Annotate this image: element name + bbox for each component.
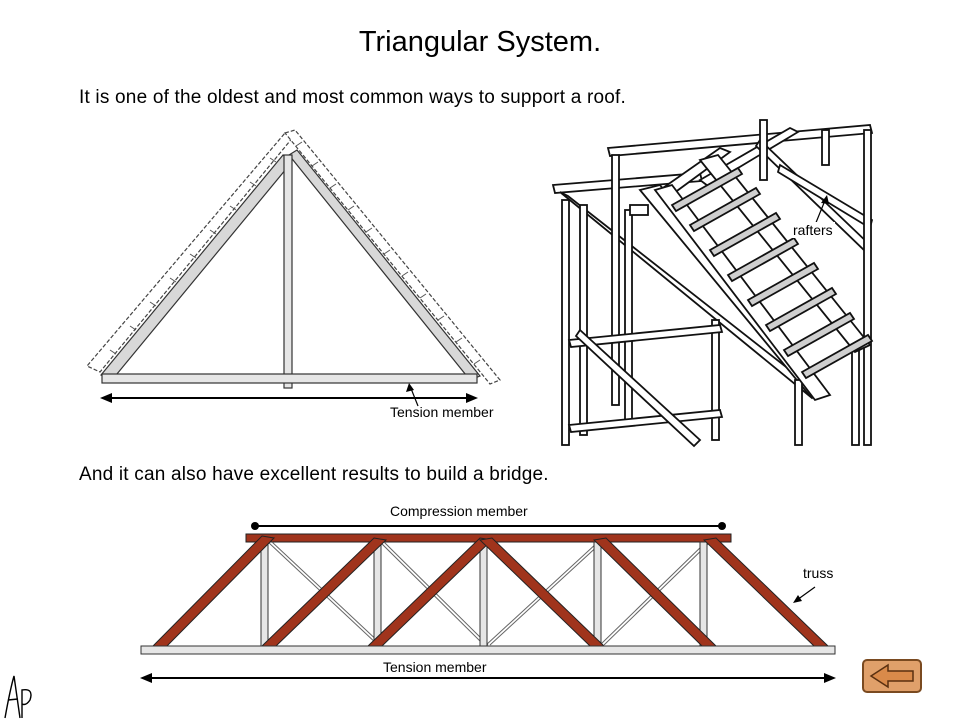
handwritten-initials <box>4 675 32 719</box>
right-rafter-outer <box>283 129 501 385</box>
king-post <box>283 154 293 389</box>
timber-frame-diagram <box>551 119 874 448</box>
compression-label: Compression member <box>390 503 528 519</box>
tie-beam <box>101 373 478 384</box>
truss-diagonal <box>151 535 276 647</box>
left-rafter <box>100 154 292 381</box>
right-rafter <box>288 149 481 381</box>
truss-post <box>699 541 708 647</box>
roof-triangle-diagram <box>86 129 501 407</box>
bridge-tension-label: Tension member <box>383 659 487 675</box>
bridge-intro-text: And it can also have excellent results t… <box>79 464 549 485</box>
back-button[interactable] <box>862 659 922 693</box>
truss-post <box>593 541 602 647</box>
truss-post <box>479 541 488 647</box>
left-rafter-outer <box>86 132 296 373</box>
truss-diagonal <box>366 537 494 647</box>
bottom-chord <box>140 645 836 655</box>
roof-intro-text: It is one of the oldest and most common … <box>79 87 626 108</box>
rafters-label: rafters <box>791 222 835 238</box>
truss-post <box>373 541 382 647</box>
truss-label: truss <box>803 565 834 581</box>
bridge-truss-diagram <box>140 522 836 683</box>
back-arrow-icon <box>869 663 914 689</box>
truss-post <box>260 541 269 647</box>
page-title: Triangular System. <box>358 26 602 58</box>
truss-diagonal <box>702 537 830 647</box>
roof-tension-label: Tension member <box>390 404 494 420</box>
truss-pointer <box>796 586 816 601</box>
